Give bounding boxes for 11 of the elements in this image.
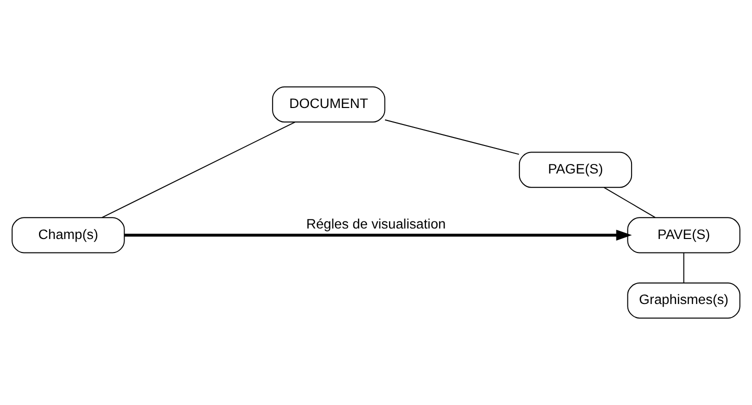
node-box: Graphismes(s): [627, 282, 740, 319]
edge-label: Régles de visualisation: [306, 216, 446, 232]
node-box: PAVE(S): [627, 217, 740, 254]
connector: [603, 186, 656, 218]
arrow: [124, 230, 632, 241]
connector: [683, 252, 684, 284]
connector: [384, 119, 520, 155]
node-box: DOCUMENT: [272, 86, 386, 122]
node-box: PAGE(S): [518, 152, 632, 188]
connector: [101, 122, 296, 218]
node-box: Champ(s): [12, 217, 125, 254]
